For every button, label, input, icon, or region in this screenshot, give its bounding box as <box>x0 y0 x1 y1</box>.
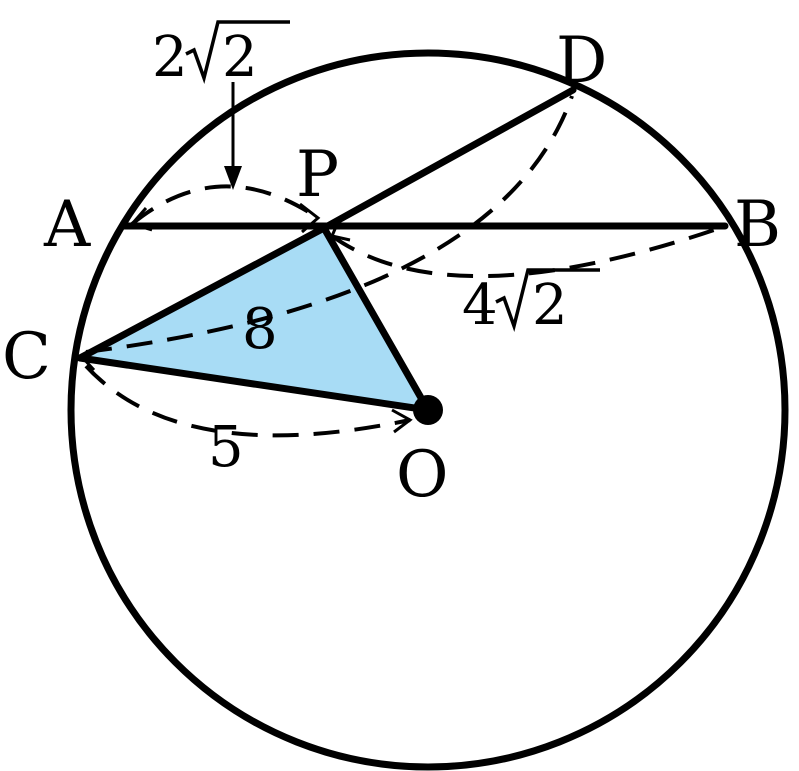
segment-co <box>76 354 432 414</box>
pointer-arrowhead-icon <box>224 166 242 190</box>
measure-pb: 4 2 <box>462 268 600 338</box>
segment-pd <box>320 86 577 232</box>
measure-pb-coef: 4 <box>462 273 498 338</box>
arrowhead-p-right-icon <box>329 221 351 242</box>
label-point-b: B <box>734 188 781 262</box>
measure-cd: 8 <box>242 297 278 362</box>
label-point-a: A <box>43 188 91 262</box>
arrowhead-o-icon <box>391 408 413 434</box>
measure-ap: 2 2 <box>152 20 290 90</box>
center-dot-o <box>413 395 443 425</box>
dashed-arc-cd <box>85 95 574 354</box>
measure-co: 5 <box>208 415 244 480</box>
label-point-d: D <box>556 24 607 98</box>
dashed-arc-co <box>84 364 411 438</box>
segment-po <box>320 224 432 414</box>
segment-cp <box>76 224 328 362</box>
measure-pb-radicand: 2 <box>532 273 568 338</box>
arrowhead-c-icon <box>79 344 101 372</box>
measure-ap-coef: 2 <box>152 25 188 90</box>
sqrt-pb-icon <box>495 268 600 333</box>
label-point-c: C <box>2 320 51 394</box>
triangle-cpo <box>80 228 428 410</box>
sqrt-ap-icon <box>185 20 290 85</box>
circle-o <box>67 49 789 771</box>
measure-ap-radicand: 2 <box>222 25 258 90</box>
label-point-p: P <box>296 138 339 212</box>
dashed-arc-pb <box>330 226 721 279</box>
dashed-arc-ap <box>130 184 320 226</box>
arrowhead-a-icon <box>129 207 153 232</box>
label-point-o: O <box>396 438 448 512</box>
arrowhead-p-left-icon <box>299 202 321 234</box>
